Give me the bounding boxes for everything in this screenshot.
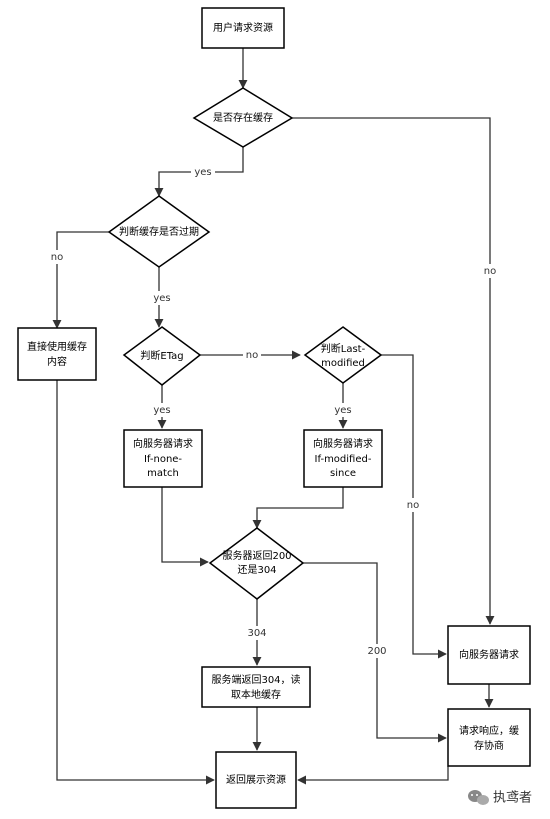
node-use-cache: 直接使用缓存 内容 bbox=[17, 327, 97, 381]
label-etag-yes: yes bbox=[153, 405, 170, 416]
node-request-if-modified-since: 向服务器请求 If-modified- since bbox=[303, 429, 383, 488]
svg-text:还是304: 还是304 bbox=[237, 564, 276, 576]
label-lastmod-no: no bbox=[407, 500, 419, 511]
svg-text:返回展示资源: 返回展示资源 bbox=[226, 773, 286, 786]
svg-text:match: match bbox=[147, 468, 179, 479]
node-cache-expired: 判断缓存是否过期 bbox=[107, 195, 211, 268]
edge-cache-no bbox=[292, 117, 495, 625]
node-user-request: 用户请求资源 bbox=[201, 7, 285, 49]
node-response-negotiate: 请求响应，缓 存协商 bbox=[447, 708, 531, 767]
node-request-server: 向服务器请求 bbox=[447, 625, 531, 685]
svg-text:判断Last-: 判断Last- bbox=[321, 342, 366, 355]
node-check-last-modified: 判断Last- modified bbox=[303, 326, 383, 384]
svg-text:modified: modified bbox=[321, 358, 365, 369]
svg-text:请求响应，缓: 请求响应，缓 bbox=[459, 724, 519, 737]
wechat-icon bbox=[468, 790, 489, 805]
edge-if-none-match-to-status bbox=[161, 487, 209, 567]
svg-text:服务器返回200: 服务器返回200 bbox=[222, 549, 291, 562]
edge-if-modified-since-to-status bbox=[252, 487, 344, 529]
svg-text:存协商: 存协商 bbox=[474, 739, 504, 752]
node-return-resource: 返回展示资源 bbox=[215, 751, 297, 809]
node-has-cache: 是否存在缓存 bbox=[192, 87, 294, 148]
svg-text:内容: 内容 bbox=[47, 355, 67, 368]
svg-text:取本地缓存: 取本地缓存 bbox=[231, 688, 281, 701]
label-cache-no: no bbox=[484, 266, 496, 277]
label-lastmod-yes: yes bbox=[334, 405, 351, 416]
svg-text:向服务器请求: 向服务器请求 bbox=[459, 648, 519, 661]
svg-text:用户请求资源: 用户请求资源 bbox=[213, 21, 273, 34]
svg-text:If-modified-: If-modified- bbox=[315, 454, 372, 465]
edge-use-cache-to-return bbox=[56, 380, 215, 785]
node-request-if-none-match: 向服务器请求 If-none- match bbox=[123, 429, 203, 488]
node-server-304-read-local: 服务端返回304，读 取本地缓存 bbox=[201, 666, 311, 708]
label-expired-no: no bbox=[51, 252, 63, 263]
svg-text:If-none-: If-none- bbox=[144, 454, 182, 465]
node-check-etag: 判断ETag bbox=[122, 326, 202, 386]
edge-response-to-return bbox=[297, 766, 449, 785]
node-server-200-or-304: 服务器返回200 还是304 bbox=[208, 527, 305, 600]
label-status-200: 200 bbox=[367, 646, 386, 657]
edge-labels: yes no no yes no yes yes no 304 200 bbox=[48, 165, 499, 658]
svg-text:服务端返回304，读: 服务端返回304，读 bbox=[211, 673, 300, 686]
label-expired-yes: yes bbox=[153, 293, 170, 304]
svg-text:判断ETag: 判断ETag bbox=[140, 349, 183, 362]
svg-text:since: since bbox=[330, 468, 356, 479]
edge-expired-no bbox=[52, 231, 109, 329]
svg-text:向服务器请求: 向服务器请求 bbox=[133, 437, 193, 450]
label-etag-no: no bbox=[246, 350, 258, 361]
svg-text:向服务器请求: 向服务器请求 bbox=[313, 437, 373, 450]
label-cache-yes: yes bbox=[194, 167, 211, 178]
watermark: 执鸢者 bbox=[468, 790, 532, 806]
watermark-text: 执鸢者 bbox=[493, 791, 532, 806]
label-status-304: 304 bbox=[247, 628, 266, 639]
svg-text:直接使用缓存: 直接使用缓存 bbox=[27, 340, 87, 353]
svg-text:判断缓存是否过期: 判断缓存是否过期 bbox=[119, 225, 199, 238]
svg-text:是否存在缓存: 是否存在缓存 bbox=[213, 111, 273, 124]
